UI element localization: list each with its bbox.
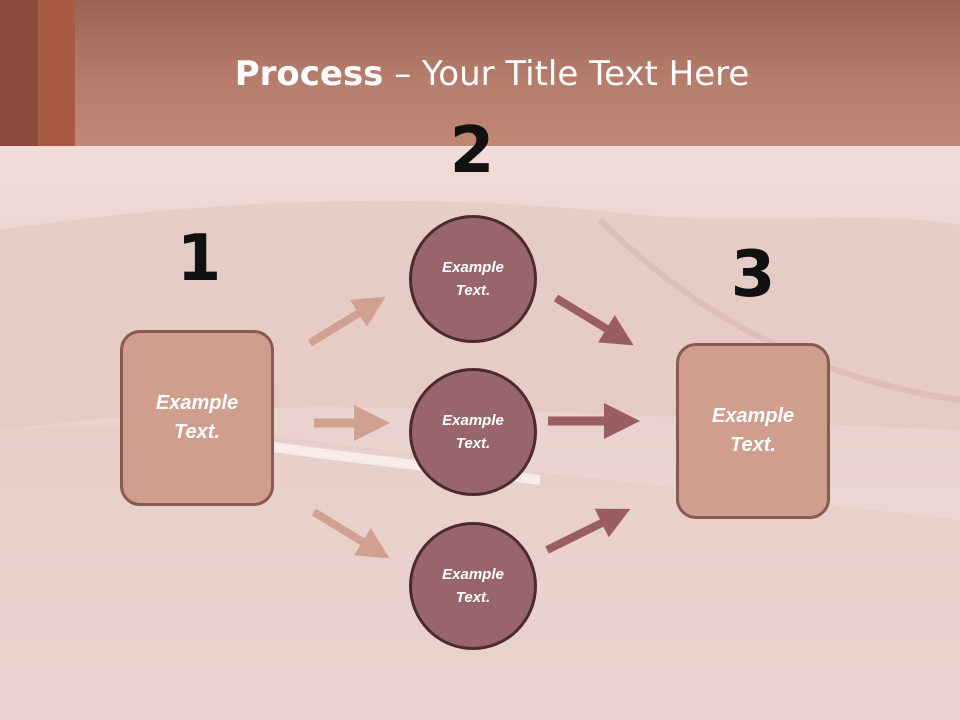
step-number-2: 2 [449, 114, 495, 188]
left-box-label: Example Text. [155, 392, 239, 443]
arrow-from-top-circle [553, 294, 634, 346]
arrow-to-bottom-circle [311, 508, 390, 559]
arrow-to-top-circle [307, 296, 386, 347]
header-accent-stripe [0, 0, 38, 146]
right-process-box: Example Text. [676, 343, 830, 519]
bottom-circle: Example Text. [409, 522, 537, 650]
top-circle: Example Text. [409, 215, 537, 343]
top-circle-label: Example Text. [442, 259, 504, 299]
step-number-3: 3 [730, 238, 776, 312]
slide-title: Process – Your Title Text Here [0, 52, 960, 96]
middle-circle-label: Example Text. [442, 412, 504, 452]
arrow-from-bottom-circle [545, 508, 631, 554]
right-box-label: Example Text. [711, 405, 795, 456]
title-bold: Process [234, 54, 384, 94]
step-number-1: 1 [176, 222, 222, 296]
title-bar: Process – Your Title Text Here [0, 0, 960, 146]
title-rest: – Your Title Text Here [383, 54, 750, 94]
bottom-circle-label: Example Text. [442, 566, 504, 606]
middle-circle: Example Text. [409, 368, 537, 496]
header-accent-stripe [38, 0, 75, 146]
left-process-box: Example Text. [120, 330, 274, 506]
